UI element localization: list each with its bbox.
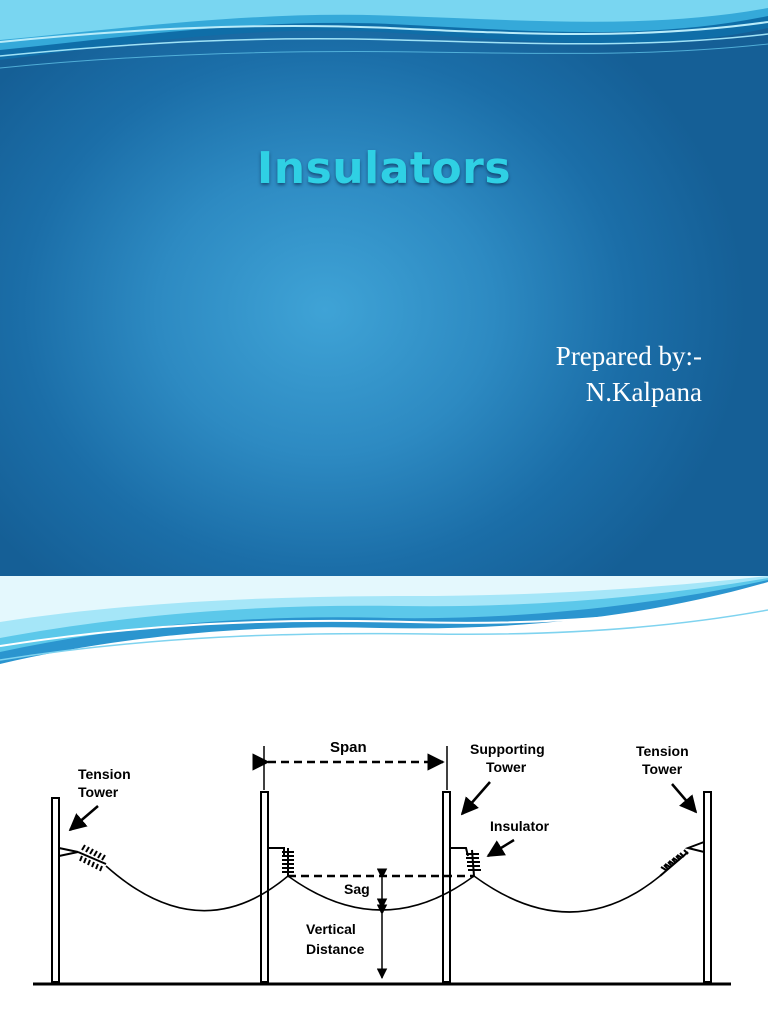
insulator-label: Insulator bbox=[490, 818, 550, 834]
tension-tower-left-arrow bbox=[68, 805, 99, 832]
tension-tower-right-arrow bbox=[671, 783, 698, 814]
tension-tower-left-label-2: Tower bbox=[78, 784, 119, 800]
transmission-line-diagram: Span Sag Vertical Distance Tension Tower… bbox=[33, 739, 731, 986]
wave-decoration bbox=[0, 0, 768, 69]
tension-tower-right-label-2: Tower bbox=[642, 761, 683, 777]
insulator-supporting-left bbox=[282, 848, 294, 876]
insulator-supporting-right bbox=[466, 849, 481, 877]
sag-label: Sag bbox=[344, 881, 370, 897]
title-slide: Insulators Prepared by:- N.Kalpana bbox=[0, 0, 768, 576]
prepared-by-label: Prepared by:- bbox=[555, 341, 702, 371]
diagram-slide: Span Sag Vertical Distance Tension Tower… bbox=[0, 576, 768, 1024]
tension-tower-left bbox=[51, 797, 60, 983]
supporting-tower-right bbox=[442, 791, 451, 983]
insulator-left-tension bbox=[77, 844, 107, 872]
conductor bbox=[105, 865, 661, 913]
insulators bbox=[77, 844, 689, 877]
supporting-tower-left bbox=[260, 791, 269, 983]
vertical-label: Vertical bbox=[306, 921, 356, 937]
towers bbox=[51, 791, 712, 983]
insulator-right-tension bbox=[659, 849, 689, 877]
supporting-tower-arrow bbox=[460, 781, 491, 816]
insulator-arrow bbox=[486, 838, 515, 858]
supporting-tower-label-2: Tower bbox=[486, 759, 527, 775]
slide-title: Insulators bbox=[256, 143, 512, 194]
supporting-tower-label-1: Supporting bbox=[470, 741, 545, 757]
wave-decoration-2 bbox=[0, 576, 768, 664]
author-name: N.Kalpana bbox=[585, 377, 702, 407]
span-label: Span bbox=[330, 739, 367, 756]
tension-tower-right-label-1: Tension bbox=[636, 743, 689, 759]
author-block: Prepared by:- N.Kalpana bbox=[556, 338, 702, 410]
tension-tower-left-label-1: Tension bbox=[78, 766, 131, 782]
tension-tower-right bbox=[703, 791, 712, 983]
distance-label: Distance bbox=[306, 941, 365, 957]
